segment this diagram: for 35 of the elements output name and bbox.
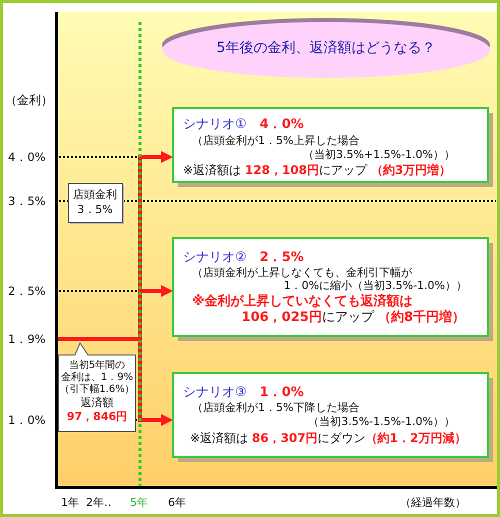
rate-line	[56, 153, 144, 424]
tick-label: 2．5%	[8, 283, 46, 299]
tick-label: 4．0%	[8, 149, 46, 165]
scenario-box	[172, 237, 495, 343]
axis-title: （金利）	[5, 92, 53, 108]
axis-title: （経過年数）	[400, 495, 466, 511]
tick-label: 3．5%	[8, 193, 46, 209]
tick-label: 2年‥	[86, 495, 112, 511]
tick-label: 6年	[168, 495, 186, 511]
tick-label: 1．0%	[8, 412, 46, 428]
repayment-text: ※返済額は 86，307円にダウン（約1．2万円減）	[190, 430, 466, 446]
callout-box	[67, 182, 125, 225]
scenario-note: （店頭金利が上昇しなくても、金利引下幅が1．0%に縮小（当初3.5%-1.0%））	[192, 266, 467, 292]
scenario-heading: シナリオ③ 1．0%	[183, 385, 304, 401]
speech-bubble	[57, 341, 137, 433]
repayment-text: ※返済額は 128，108円にアップ （約3万円増）	[183, 162, 452, 178]
scenario-heading: シナリオ① 4．0%	[183, 117, 304, 133]
arrow	[140, 285, 173, 297]
callout-text: 当初5年間の金利は、1．9%	[60, 360, 134, 384]
callout-text: 返済額97，846円	[66, 396, 128, 424]
title-ellipse	[160, 16, 492, 80]
arrow	[140, 151, 173, 163]
scenario-box	[172, 107, 495, 189]
arrow	[140, 414, 173, 426]
callout-text: （引下幅1.6%）	[59, 384, 135, 396]
tick-label: 1年	[61, 495, 79, 511]
scenario-heading: シナリオ② 2．5%	[183, 250, 304, 266]
title-text: 5年後の金利、返済額はどうなる？	[216, 39, 436, 57]
scenario-box	[172, 372, 495, 464]
repayment-text: ※金利が上昇していなくても返済額は106，025円にアップ （約8千円増）	[192, 294, 465, 326]
tick-label: 5年	[130, 495, 148, 511]
callout-text: 店頭金利3．5%	[72, 187, 118, 217]
scenario-note: （店頭金利が1．5%下降した場合（当初3.5%-1.5%-1.0%））	[192, 401, 455, 429]
tick-label: 1．9%	[8, 331, 46, 347]
scenario-note: （店頭金利が1．5%上昇した場合（当初3.5%+1.5%-1.0%））	[192, 134, 455, 162]
